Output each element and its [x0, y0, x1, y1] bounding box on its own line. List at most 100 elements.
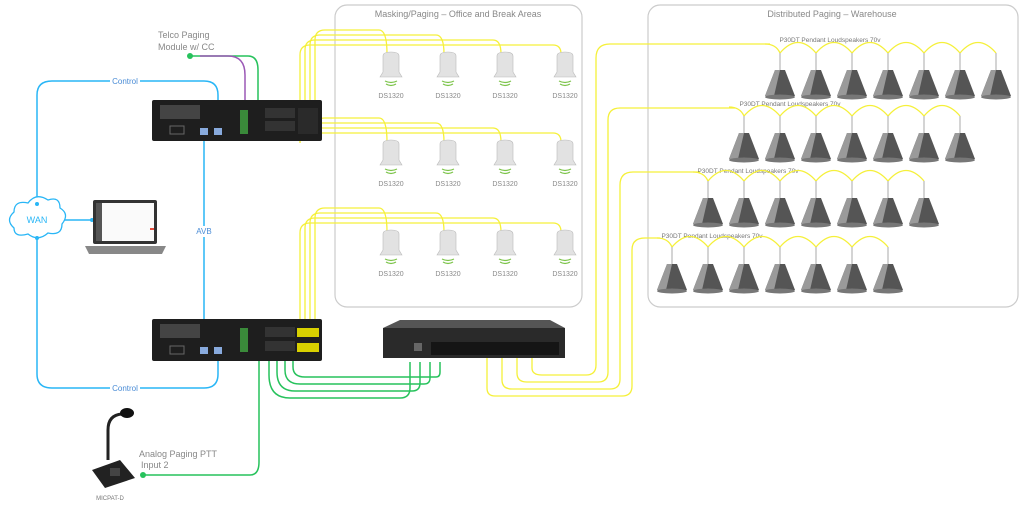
telco-connection-dot [187, 53, 193, 59]
p30dt-pendant-speaker[interactable] [693, 181, 723, 228]
telco-purple-cable [200, 55, 246, 110]
speaker-label: DS1320 [552, 271, 577, 278]
wan-label: WAN [27, 215, 48, 225]
p30dt-pendant-speaker[interactable] [873, 181, 903, 228]
power-amplifier[interactable] [383, 320, 565, 358]
p30dt-pendant-speaker[interactable] [765, 247, 795, 294]
p30dt-pendant-speaker[interactable] [765, 181, 795, 228]
sound-wave-icon [441, 168, 455, 175]
control-cable-bottom [36, 237, 219, 389]
p30dt-pendant-speaker[interactable] [945, 53, 975, 100]
sound-wave-icon [558, 80, 572, 87]
p30dt-pendant-speaker[interactable] [765, 116, 795, 163]
p30dt-pendant-speaker[interactable] [729, 116, 759, 163]
warehouse-zone-box [647, 4, 1019, 308]
ds1320-speaker[interactable]: DS1320 [378, 229, 404, 278]
p30dt-pendant-speaker[interactable] [837, 116, 867, 163]
ds1320-speaker[interactable]: DS1320 [435, 229, 461, 278]
warehouse-feed-cable [486, 237, 660, 397]
p30dt-pendant-speaker[interactable] [729, 181, 759, 228]
sound-wave-icon [558, 258, 572, 265]
sound-wave-icon [384, 168, 398, 175]
p30dt-pendant-speaker[interactable] [909, 116, 939, 163]
p30dt-pendant-speaker[interactable] [801, 247, 831, 294]
sound-wave-icon [498, 258, 512, 265]
control-cable-top [36, 80, 219, 205]
dsp-unit-top[interactable] [152, 100, 322, 141]
p30dt-pendant-speaker[interactable] [693, 247, 723, 294]
wan-cloud: WAN [8, 196, 94, 240]
speaker-label: DS1320 [435, 93, 460, 100]
p30dt-pendant-speaker[interactable] [873, 53, 903, 100]
p30dt-pendant-speaker[interactable] [981, 53, 1011, 100]
ds1320-speaker[interactable]: DS1320 [378, 51, 404, 100]
ds1320-speaker[interactable]: DS1320 [492, 139, 518, 188]
p30dt-pendant-speaker[interactable] [801, 53, 831, 100]
pendant-daisy-chain-cable [692, 169, 925, 183]
ds1320-speaker[interactable]: DS1320 [435, 51, 461, 100]
ds1320-speaker[interactable]: DS1320 [378, 139, 404, 188]
pendant-row-label: P30DT Pendant Loudspeakers 70v [697, 168, 799, 175]
p30dt-pendant-speaker[interactable] [801, 181, 831, 228]
network-port[interactable] [200, 347, 208, 354]
sound-wave-icon [441, 258, 455, 265]
p30dt-pendant-speaker[interactable] [909, 181, 939, 228]
office-speaker-cable [309, 120, 445, 143]
speaker-label: DS1320 [492, 181, 517, 188]
p30dt-pendant-speaker[interactable] [837, 247, 867, 294]
laptop[interactable] [85, 200, 166, 254]
ds1320-speaker[interactable]: DS1320 [492, 51, 518, 100]
p30dt-pendant-speaker[interactable] [837, 181, 867, 228]
wiring [36, 43, 770, 478]
ds1320-speaker[interactable]: DS1320 [552, 229, 578, 278]
warehouse-feed-cable [516, 107, 735, 383]
amp-input-cable [276, 360, 421, 392]
speaker-label: DS1320 [378, 93, 403, 100]
office-zone-box [334, 4, 583, 308]
amp-input-cable [292, 360, 441, 378]
p30dt-pendant-speaker[interactable] [945, 116, 975, 163]
speaker-label: DS1320 [492, 93, 517, 100]
ds1320-speaker[interactable]: DS1320 [552, 139, 578, 188]
speaker-label: DS1320 [378, 181, 403, 188]
analog-label-line2: Input 2 [141, 460, 169, 470]
sound-wave-icon [441, 80, 455, 87]
network-port[interactable] [214, 128, 222, 135]
amp-input-cable [268, 360, 411, 399]
p30dt-pendant-speaker[interactable] [837, 53, 867, 100]
avb-label: AVB [196, 227, 211, 236]
p30dt-pendant-speaker[interactable] [657, 247, 687, 294]
office-zone-title: Masking/Paging – Office and Break Areas [375, 9, 542, 19]
network-port[interactable] [200, 128, 208, 135]
ds1320-speaker[interactable]: DS1320 [492, 229, 518, 278]
speaker-label: DS1320 [378, 271, 403, 278]
office-speaker-cable [314, 29, 388, 104]
p30dt-pendant-speaker[interactable] [801, 116, 831, 163]
mic-connection-dot [140, 472, 146, 478]
warehouse-zone-title: Distributed Paging – Warehouse [767, 9, 896, 19]
amp-input-cable [284, 360, 431, 385]
p30dt-pendant-speaker[interactable] [909, 53, 939, 100]
pendant-row-label: P30DT Pendant Loudspeakers 70v [779, 37, 881, 44]
sound-wave-icon [498, 168, 512, 175]
office-speaker-cable [314, 117, 388, 143]
ds1320-speaker[interactable]: DS1320 [552, 51, 578, 100]
p30dt-pendant-speaker[interactable] [873, 116, 903, 163]
network-port[interactable] [214, 347, 222, 354]
p30dt-pendant-speaker[interactable] [873, 247, 903, 294]
office-speaker-cable [299, 44, 562, 104]
ds1320-speaker[interactable]: DS1320 [435, 139, 461, 188]
paging-microphone[interactable] [92, 408, 135, 488]
pendant-daisy-chain-cable [728, 104, 961, 118]
mic-input-cable [143, 358, 260, 476]
dsp-unit-bottom[interactable] [152, 319, 322, 361]
speaker-label: DS1320 [552, 181, 577, 188]
control-label-top: Control [112, 77, 138, 86]
speaker-label: DS1320 [552, 93, 577, 100]
p30dt-pendant-speaker[interactable] [765, 53, 795, 100]
p30dt-pendant-speaker[interactable] [729, 247, 759, 294]
analog-label-line1: Analog Paging PTT [139, 449, 218, 459]
pendant-row-label: P30DT Pendant Loudspeakers 70v [661, 233, 763, 240]
sound-wave-icon [558, 168, 572, 175]
